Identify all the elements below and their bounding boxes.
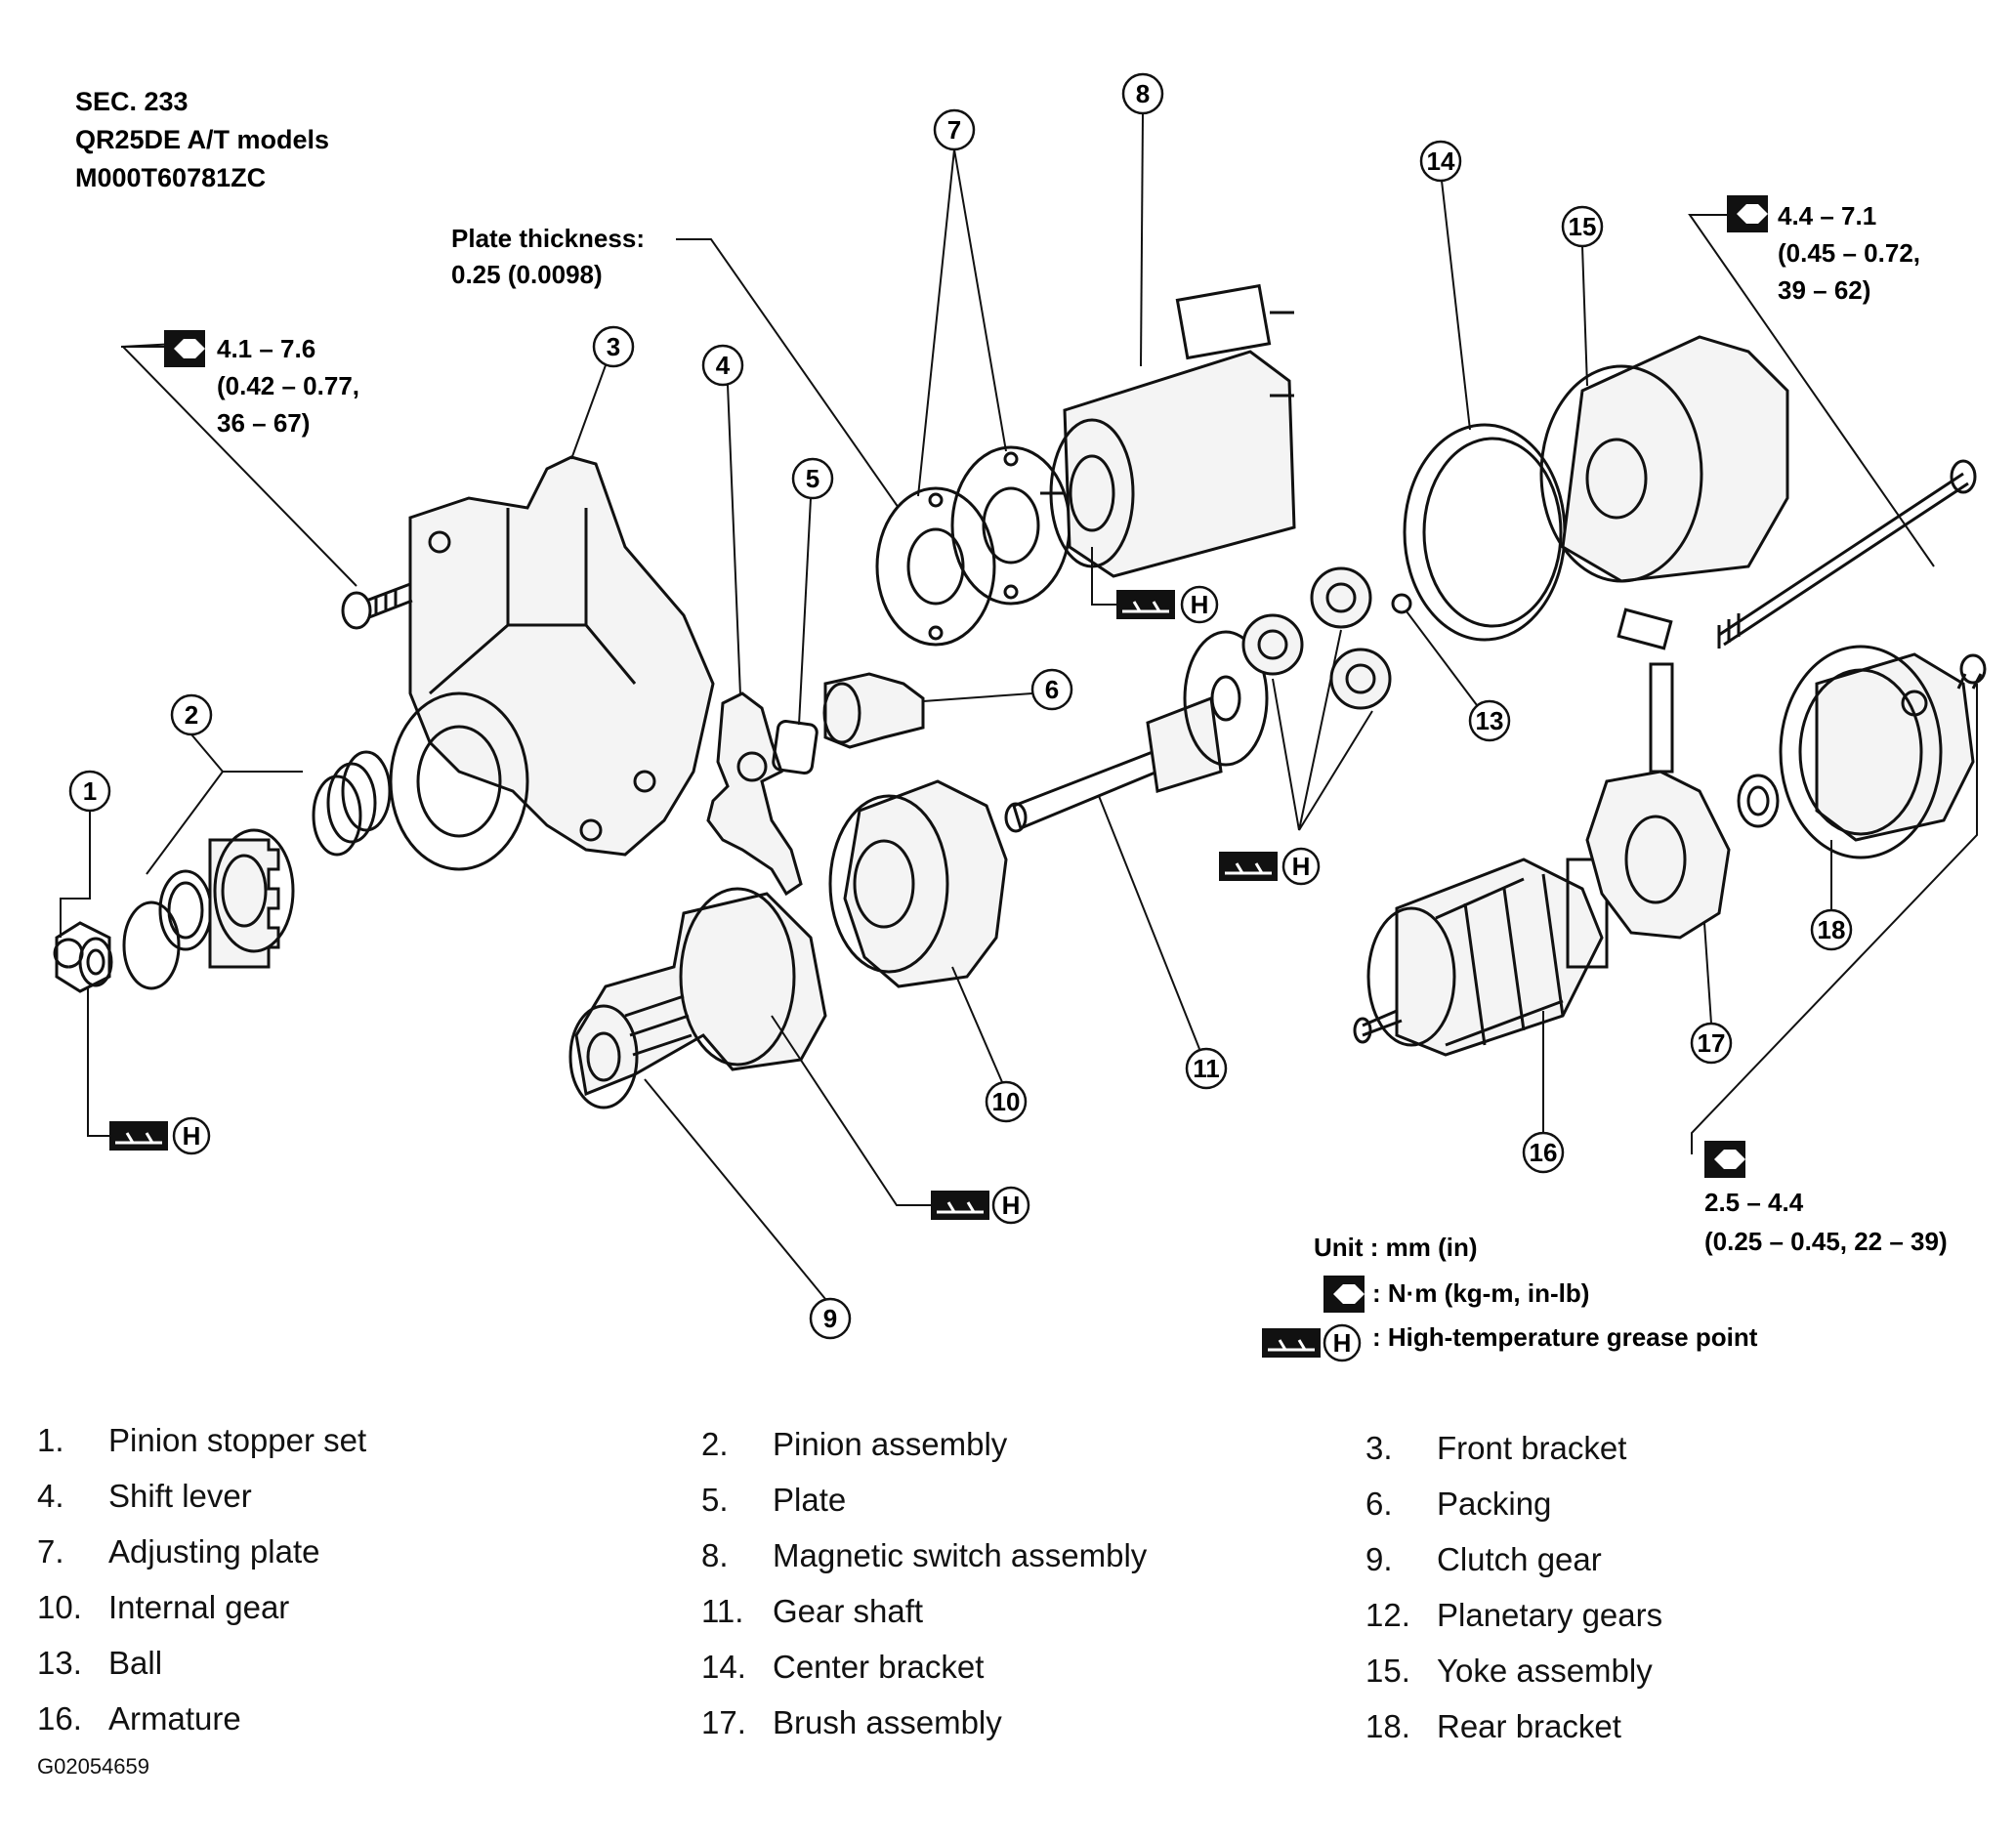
- svg-text:15: 15: [1569, 212, 1597, 241]
- torque-spec-through-bolt: 4.4 – 7.1 (0.45 – 0.72, 39 – 62): [1688, 195, 1935, 567]
- svg-text:3: 3: [607, 332, 620, 361]
- part-ball: [1391, 593, 1412, 614]
- callout-14: 14: [1419, 140, 1471, 431]
- grease-marker-planetary: H: [1219, 847, 1321, 886]
- svg-text:2: 2: [185, 700, 198, 730]
- part-bushing: [1737, 774, 1780, 828]
- callout-9: 9: [644, 1078, 852, 1340]
- plate-thickness-label: Plate thickness:: [451, 224, 645, 253]
- svg-text:7: 7: [947, 115, 961, 145]
- part-pinion-stopper-set: [53, 921, 113, 993]
- model-name: QR25DE A/T models: [75, 125, 329, 154]
- document-id: G02054659: [37, 1754, 149, 1779]
- grease-icon: [1116, 590, 1175, 619]
- part-planetary-gears: [1241, 566, 1392, 710]
- part-packing: [822, 672, 925, 749]
- callout-4: 4: [701, 344, 744, 696]
- legend-grease: : High-temperature grease point: [1372, 1322, 1758, 1352]
- callout-1: 1: [60, 770, 111, 938]
- svg-text:17: 17: [1698, 1028, 1726, 1058]
- part-rear-bracket: [1779, 645, 1975, 859]
- torque-wrench-icon-glyph: [174, 339, 205, 358]
- part-magnetic-switch: [1040, 283, 1296, 578]
- svg-text:H: H: [1002, 1191, 1021, 1220]
- callout-8: 8: [1121, 72, 1164, 367]
- svg-text:14: 14: [1427, 147, 1455, 176]
- svg-text:5: 5: [806, 464, 819, 493]
- part-internal-gear: [828, 779, 1008, 988]
- svg-text:(0.42 – 0.77,: (0.42 – 0.77,: [217, 371, 359, 400]
- callout-3: 3: [570, 325, 635, 460]
- part-gear-shaft: [1004, 630, 1269, 833]
- svg-text:H: H: [1191, 590, 1209, 619]
- part-clutch-gear: [568, 887, 827, 1109]
- part-front-bolt: [341, 582, 413, 630]
- svg-text:13: 13: [1476, 706, 1504, 735]
- callout-17: 17: [1690, 922, 1733, 1065]
- svg-text:9: 9: [823, 1304, 837, 1333]
- section-number: SEC. 233: [75, 87, 189, 116]
- svg-text:8: 8: [1136, 79, 1150, 108]
- grease-icon: [1262, 1328, 1321, 1358]
- svg-text:4.1 – 7.6: 4.1 – 7.6: [217, 334, 315, 363]
- part-brush-assembly: [1585, 607, 1731, 940]
- part-through-bolt: [1717, 459, 1977, 649]
- part-shift-lever: [706, 691, 803, 897]
- svg-text:H: H: [1333, 1328, 1352, 1358]
- svg-text:1: 1: [83, 776, 97, 806]
- svg-text:H: H: [1292, 852, 1311, 881]
- grease-marker-pinion: H: [87, 986, 211, 1155]
- part-yoke-assembly: [1539, 335, 1789, 583]
- plate-note-leader: [676, 238, 900, 509]
- torque-spec-rear-screw: 2.5 – 4.4 (0.25 – 0.45, 22 – 39): [1691, 684, 1978, 1256]
- callout-7: 7: [917, 108, 1007, 497]
- grease-marker-clutch: H: [771, 1015, 1030, 1225]
- svg-text:10: 10: [992, 1087, 1021, 1116]
- grease-icon: [1219, 852, 1278, 881]
- svg-text:18: 18: [1818, 915, 1846, 944]
- torque-leader-1: [120, 343, 357, 587]
- callout-10: 10: [951, 966, 1028, 1123]
- callout-11: 11: [1098, 795, 1228, 1090]
- torque-leader-3: [1691, 684, 1978, 1154]
- svg-text:39 – 62): 39 – 62): [1778, 275, 1870, 305]
- legend-unit: Unit : mm (in): [1314, 1233, 1478, 1262]
- grease-marker-switch: H: [1091, 547, 1219, 624]
- svg-text:36 – 67): 36 – 67): [217, 408, 310, 438]
- part-center-bracket: [1403, 423, 1567, 642]
- svg-text:2.5 – 4.4: 2.5 – 4.4: [1704, 1188, 1804, 1217]
- part-armature: [1353, 858, 1609, 1057]
- svg-text:6: 6: [1045, 675, 1059, 704]
- planetary-gears-leader: [1272, 629, 1373, 831]
- callout-18: 18: [1810, 840, 1853, 951]
- torque-spec-front-bolt: 4.1 – 7.6 (0.42 – 0.77, 36 – 67): [120, 330, 359, 587]
- callout-6: 6: [922, 668, 1073, 711]
- part-pinion-assembly: [122, 750, 392, 990]
- svg-text:4.4 – 7.1: 4.4 – 7.1: [1778, 201, 1876, 230]
- legend-torque-unit: : N·m (kg-m, in-lb): [1372, 1278, 1589, 1308]
- grease-icon: [931, 1191, 989, 1220]
- callout-15: 15: [1561, 205, 1604, 387]
- callout-5: 5: [791, 457, 834, 726]
- part-rear-screw: [1956, 653, 1987, 690]
- legend: Unit : mm (in) : N·m (kg-m, in-lb) H : H…: [1262, 1233, 1758, 1362]
- grease-icon: [109, 1121, 168, 1151]
- svg-text:(0.45 – 0.72,: (0.45 – 0.72,: [1778, 238, 1920, 268]
- svg-text:H: H: [183, 1121, 201, 1151]
- svg-text:4: 4: [716, 351, 731, 380]
- callout-13: 13: [1406, 610, 1511, 742]
- torque-leader-2: [1688, 214, 1935, 567]
- diagram-code: M000T60781ZC: [75, 163, 266, 192]
- part-front-bracket: [389, 455, 715, 871]
- svg-text:(0.25 – 0.45, 22 – 39): (0.25 – 0.45, 22 – 39): [1704, 1227, 1948, 1256]
- callout-2: 2: [170, 693, 224, 773]
- svg-text:16: 16: [1530, 1138, 1558, 1167]
- svg-text:11: 11: [1193, 1054, 1220, 1083]
- plate-thickness-value: 0.25 (0.0098): [451, 260, 603, 289]
- part-adjusting-plates: [875, 445, 1071, 647]
- callout-16: 16: [1522, 1011, 1565, 1174]
